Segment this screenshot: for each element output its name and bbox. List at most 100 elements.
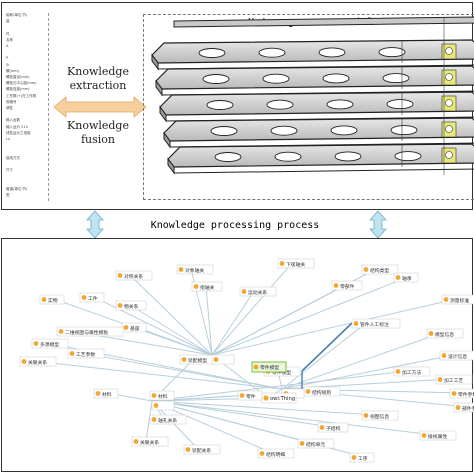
ontology-node[interactable]: 轴承	[393, 272, 419, 283]
parameter-list-item: Lx	[6, 137, 11, 141]
ontology-node[interactable]: 关联关系	[19, 356, 57, 367]
parameter-list-item: 装	[6, 19, 10, 24]
class-icon	[263, 395, 269, 401]
parameter-list-item: 名称	[6, 37, 13, 42]
class-icon	[421, 433, 427, 438]
class-icon	[117, 273, 123, 278]
parameter-list-item: 螺栓孔中心距(mm)	[6, 81, 37, 86]
rail-plate	[155, 65, 474, 97]
ontology-node[interactable]: 工件	[79, 292, 105, 303]
ontology-node[interactable]: 子结构	[317, 422, 349, 433]
owl-thing-label: owl:Thing	[270, 396, 295, 402]
ontology-node[interactable]: 测量标准	[441, 294, 474, 305]
ontology-node[interactable]: 装配关系	[183, 444, 221, 455]
ontology-node[interactable]: 对称关系	[115, 270, 153, 281]
owl-thing-node[interactable]: owl:Thing	[261, 392, 297, 404]
class-icon	[395, 369, 401, 374]
parameter-list-item: 调性	[6, 106, 13, 110]
ontology-node[interactable]: 关联关系	[131, 436, 169, 447]
rail-top-edge	[173, 16, 474, 28]
parameter-list-item: 宽	[6, 192, 10, 197]
parameter-list-item: 螺(mm)	[6, 68, 20, 73]
ontology-node[interactable]: 工序	[349, 452, 375, 463]
ontology-node[interactable]: 接线属性	[419, 430, 457, 441]
ontology-node-label: 部件参数	[462, 405, 474, 412]
class-icon	[213, 357, 219, 362]
class-icon	[81, 295, 87, 300]
ontology-node[interactable]: 基座	[121, 322, 147, 333]
ontology-node[interactable]: 视图信息	[361, 410, 399, 421]
parameter-list-item: A	[6, 44, 9, 48]
selected-node[interactable]: 零件模型	[251, 361, 287, 373]
parameter-list-item: 尺寸	[6, 168, 13, 172]
ontology-node[interactable]: 结构单元	[297, 438, 335, 449]
parameter-list-item: 螺栓连接(mm)	[6, 87, 30, 92]
ontology-node-label: 接线属性	[428, 433, 447, 440]
ontology-node-label: 关联关系	[28, 359, 47, 366]
graph-edge	[211, 290, 255, 356]
graph-edge	[145, 400, 153, 442]
cad-model-drawing[interactable]	[144, 15, 474, 199]
class-icon	[123, 325, 129, 330]
ontology-node[interactable]: 结构明细	[257, 448, 295, 459]
ontology-hub[interactable]	[151, 400, 175, 411]
class-icon	[363, 413, 369, 418]
class-icon	[443, 297, 449, 302]
ontology-node[interactable]: 运动关系	[239, 286, 277, 297]
heterogeneous-model-box: Heterogeneous model	[143, 14, 474, 200]
ontology-node-label: 结构单元	[306, 441, 325, 448]
ontology-node[interactable]: 零件参数	[449, 388, 474, 399]
ontology-node-label: 工件	[88, 295, 98, 302]
class-icon	[95, 391, 101, 396]
ontology-node[interactable]: 多源模型	[31, 338, 69, 349]
graph-edge	[211, 262, 293, 356]
ontology-node[interactable]: 结构类型	[361, 264, 399, 275]
ontology-node[interactable]: 零部件	[331, 280, 363, 291]
parameter-list-item: Si	[6, 62, 10, 67]
class-icon	[363, 267, 369, 272]
ontology-node[interactable]: 加工工艺	[435, 374, 473, 385]
ontology-node-label: 实物	[48, 297, 58, 304]
ontology-node[interactable]: 材料	[93, 388, 119, 399]
ontology-node-label: 设计信息	[448, 353, 467, 360]
ontology-node-label: 模型信息	[435, 331, 454, 338]
graph-edge	[281, 354, 455, 390]
class-icon	[58, 329, 64, 334]
right-vertical-arrow	[369, 210, 387, 239]
class-icon	[333, 283, 339, 288]
ontology-node[interactable]: 二维视图与属性模板	[56, 326, 124, 337]
graph-edge	[151, 400, 333, 428]
ontology-node[interactable]: 实物	[39, 294, 65, 305]
ontology-node-label: 测量标准	[450, 297, 469, 304]
graph-edge	[205, 285, 213, 356]
ontology-node[interactable]: 材料	[149, 390, 175, 401]
rail-plate	[151, 39, 474, 71]
ontology-node[interactable]: 结构规则	[303, 386, 341, 397]
ontology-node[interactable]: 指轴关	[191, 281, 223, 292]
parameter-list-item: 线性运为之电阻	[6, 130, 31, 135]
ontology-node[interactable]: 加工方法	[393, 366, 431, 377]
ontology-node[interactable]: 零件	[237, 390, 263, 401]
ontology-node-label: 运动关系	[248, 289, 267, 296]
ontology-node[interactable]: 模型信息	[426, 328, 464, 339]
double-arrow	[53, 96, 147, 118]
ontology-node[interactable]: 轴孔关系	[149, 414, 187, 425]
ontology-node-label: 轴承	[402, 275, 412, 282]
knowledge-extraction-label: Knowledge extraction	[67, 65, 129, 92]
ontology-node[interactable]: 物关系	[115, 300, 147, 311]
ontology-node[interactable]: 工艺参数	[67, 348, 105, 359]
class-icon	[151, 393, 157, 398]
ontology-node-label: 多源模型	[40, 341, 59, 348]
ontology-node[interactable]: 装配模型	[179, 354, 217, 365]
ontology-node[interactable]: 下级轴关	[277, 258, 315, 269]
ontology-node[interactable]: 对象轴关	[176, 264, 214, 275]
class-icon	[21, 359, 27, 364]
ontology-node[interactable]: 管件人工标注	[351, 318, 401, 329]
class-icon	[178, 267, 184, 272]
ontology-node-label: 对称关系	[124, 273, 143, 280]
ontology-hub[interactable]	[211, 354, 235, 365]
ontology-node[interactable]: 设计信息	[439, 350, 474, 361]
ontology-node[interactable]: 部件参数	[453, 402, 474, 413]
